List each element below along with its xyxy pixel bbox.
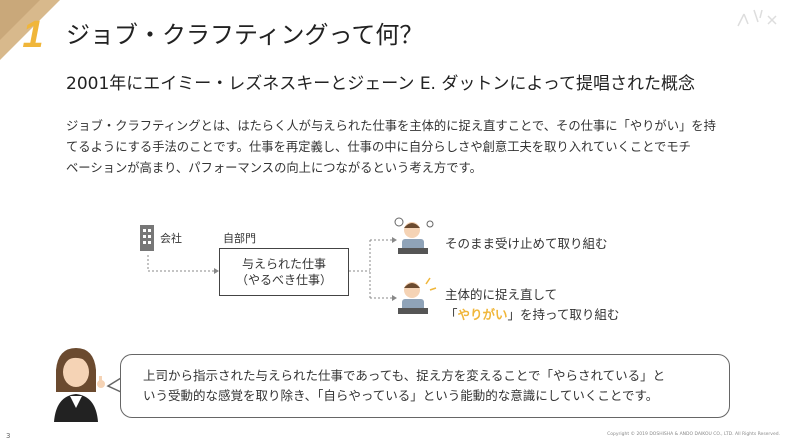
speech-line-1: 上司から指示された与えられた仕事であっても、捉え方を変えることで「やらされている… <box>143 368 666 383</box>
outcome-passive: そのまま受け止めて取り組む <box>445 236 608 251</box>
presenter-woman-icon <box>54 348 105 422</box>
body-paragraph: ジョブ・クラフティングとは、はたらく人が与えられた仕事を主体的に捉え直すことで、… <box>66 116 746 179</box>
page-subtitle: 2001年にエイミー・レズネスキーとジェーン E. ダットンによって提唱された概… <box>66 74 696 94</box>
outcome-active-line-2: 「やりがい」を持って取り組む <box>445 307 620 322</box>
body-line-3: ベーションが高まり、パフォーマンスの向上につながるという考え方です。 <box>66 161 482 175</box>
department-label: 自部門 <box>223 232 256 245</box>
building-icon <box>140 225 154 251</box>
company-label: 会社 <box>160 232 182 245</box>
copyright-notice: Copyright © 2019 DOSHISHA & ANDO DAIKOU … <box>607 432 780 437</box>
motivated-worker-icon <box>398 277 437 314</box>
task-line-2: （やるべき仕事） <box>235 273 332 287</box>
worried-worker-icon <box>394 217 434 254</box>
page-title: ジョブ・クラフティングって何？ <box>66 21 424 49</box>
body-line-1: ジョブ・クラフティングとは、はたらく人が与えられた仕事を主体的に捉え直すことで、… <box>66 119 716 133</box>
task-line-1: 与えられた仕事 <box>241 257 326 271</box>
yarigai-highlight: やりがい <box>457 307 508 322</box>
sparkle-doodle-icon <box>737 9 777 27</box>
speech-bubble: 上司から指示された与えられた仕事であっても、捉え方を変えることで「やらされている… <box>120 354 730 418</box>
outcome-active-line-1: 主体的に捉え直して <box>445 287 558 302</box>
outcome-active: 主体的に捉え直して 「やりがい」を持って取り組む <box>445 285 619 325</box>
body-line-2: てるようにする手法のことです。仕事を再定義し、仕事の中に自分らしさや創意工夫を取… <box>66 140 691 154</box>
speech-line-2: いう受動的な感覚を取り除き、「自らやっている」という能動的な意識にしていくことで… <box>143 388 659 403</box>
given-task-box: 与えられた仕事 （やるべき仕事） <box>219 248 349 296</box>
page-number: 3 <box>6 432 11 440</box>
corner-decoration <box>0 0 60 60</box>
section-number: 1 <box>22 14 44 56</box>
